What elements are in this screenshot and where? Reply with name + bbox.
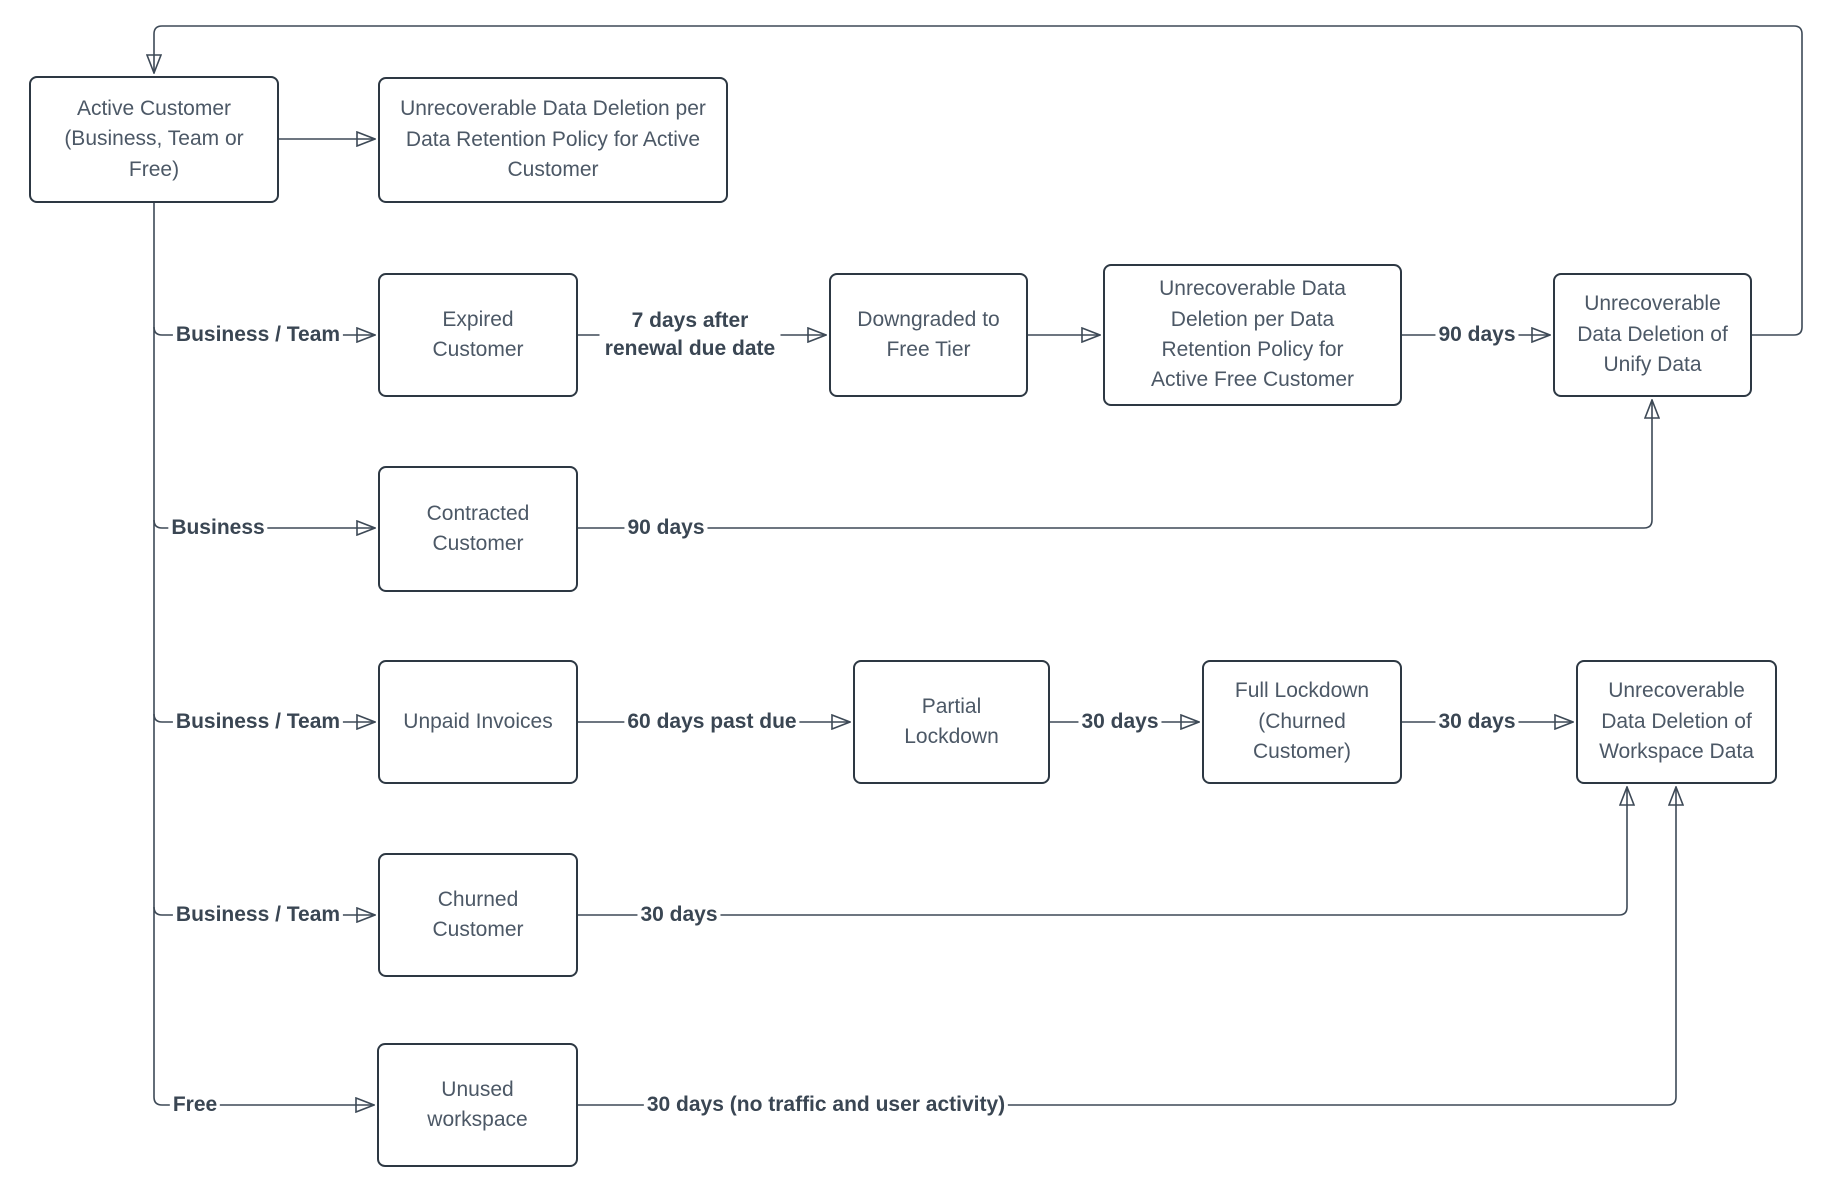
edge-unused-to-workspace-deletion	[578, 787, 1676, 1106]
edge-label-business-team-churned: Business / Team	[172, 901, 344, 929]
node-label: Full Lockdown (Churned Customer)	[1234, 679, 1370, 764]
node-contracted-customer[interactable]: Contracted Customer	[378, 466, 578, 592]
edge-label-free-unused: Free	[169, 1091, 221, 1119]
node-label: Unrecoverable Data Deletion per Data Ret…	[400, 97, 706, 182]
edge-label-business-contracted: Business	[168, 514, 268, 542]
node-full-lockdown-churned[interactable]: Full Lockdown (Churned Customer)	[1202, 660, 1402, 784]
edge-label-30-days-no-traffic: 30 days (no traffic and user activity)	[643, 1091, 1009, 1119]
edge-branch-active-to-unpaid	[153, 713, 375, 722]
node-label: Unrecoverable Data Deletion of Unify Dat…	[1577, 292, 1728, 377]
edge-label-business-team-unpaid: Business / Team	[172, 708, 344, 736]
edge-label-60-days-past-due: 60 days past due	[624, 708, 800, 736]
node-label: Unrecoverable Data Deletion per Data Ret…	[1150, 277, 1355, 392]
edge-label-30-days-full-workspace: 30 days	[1435, 708, 1519, 736]
node-label: Churned Customer	[432, 887, 524, 941]
node-label: Unpaid Invoices	[403, 709, 553, 733]
node-label: Active Customer (Business, Team or Free)	[64, 96, 244, 181]
edge-label-30-days-partial-full: 30 days	[1078, 708, 1162, 736]
edge-label-business-team-expired: Business / Team	[172, 321, 344, 349]
edge-contracted-to-unify-deletion	[578, 400, 1652, 529]
node-unpaid-invoices[interactable]: Unpaid Invoices	[378, 660, 578, 784]
node-partial-lockdown[interactable]: Partial Lockdown	[853, 660, 1050, 784]
node-unrecoverable-deletion-active-customer[interactable]: Unrecoverable Data Deletion per Data Ret…	[378, 77, 728, 203]
node-unused-workspace[interactable]: Unused workspace	[377, 1043, 578, 1167]
node-label: Expired Customer	[432, 307, 524, 361]
node-active-customer[interactable]: Active Customer (Business, Team or Free)	[29, 76, 279, 203]
edge-trunk-active-to-unused	[153, 203, 374, 1105]
node-label: Unrecoverable Data Deletion of Workspace…	[1599, 679, 1754, 764]
node-churned-customer[interactable]: Churned Customer	[378, 853, 578, 977]
edge-branch-active-to-contracted	[153, 519, 375, 528]
node-label: Contracted Customer	[426, 501, 530, 555]
node-unrecoverable-deletion-workspace-data[interactable]: Unrecoverable Data Deletion of Workspace…	[1576, 660, 1777, 784]
edge-branch-active-to-expired	[153, 326, 375, 335]
edge-label-90-days-activefree: 90 days	[1435, 321, 1519, 349]
node-label: Unused workspace	[427, 1077, 528, 1131]
node-label: Partial Lockdown	[904, 694, 999, 748]
edge-unify-deletion-to-active	[154, 25, 1803, 336]
edge-churned-to-workspace-deletion	[578, 787, 1627, 916]
edge-branch-active-to-churned	[153, 906, 375, 915]
edge-label-7-days-after-renewal: 7 days after renewal due date	[599, 307, 781, 363]
node-unrecoverable-deletion-active-free-customer[interactable]: Unrecoverable Data Deletion per Data Ret…	[1103, 264, 1402, 406]
node-expired-customer[interactable]: Expired Customer	[378, 273, 578, 397]
edge-label-30-days-churned: 30 days	[637, 901, 721, 929]
node-unrecoverable-deletion-unify-data[interactable]: Unrecoverable Data Deletion of Unify Dat…	[1553, 273, 1752, 397]
node-label: Downgraded to Free Tier	[857, 307, 1000, 361]
node-downgraded-free-tier[interactable]: Downgraded to Free Tier	[829, 273, 1028, 397]
edge-label-90-days-contracted: 90 days	[624, 514, 708, 542]
